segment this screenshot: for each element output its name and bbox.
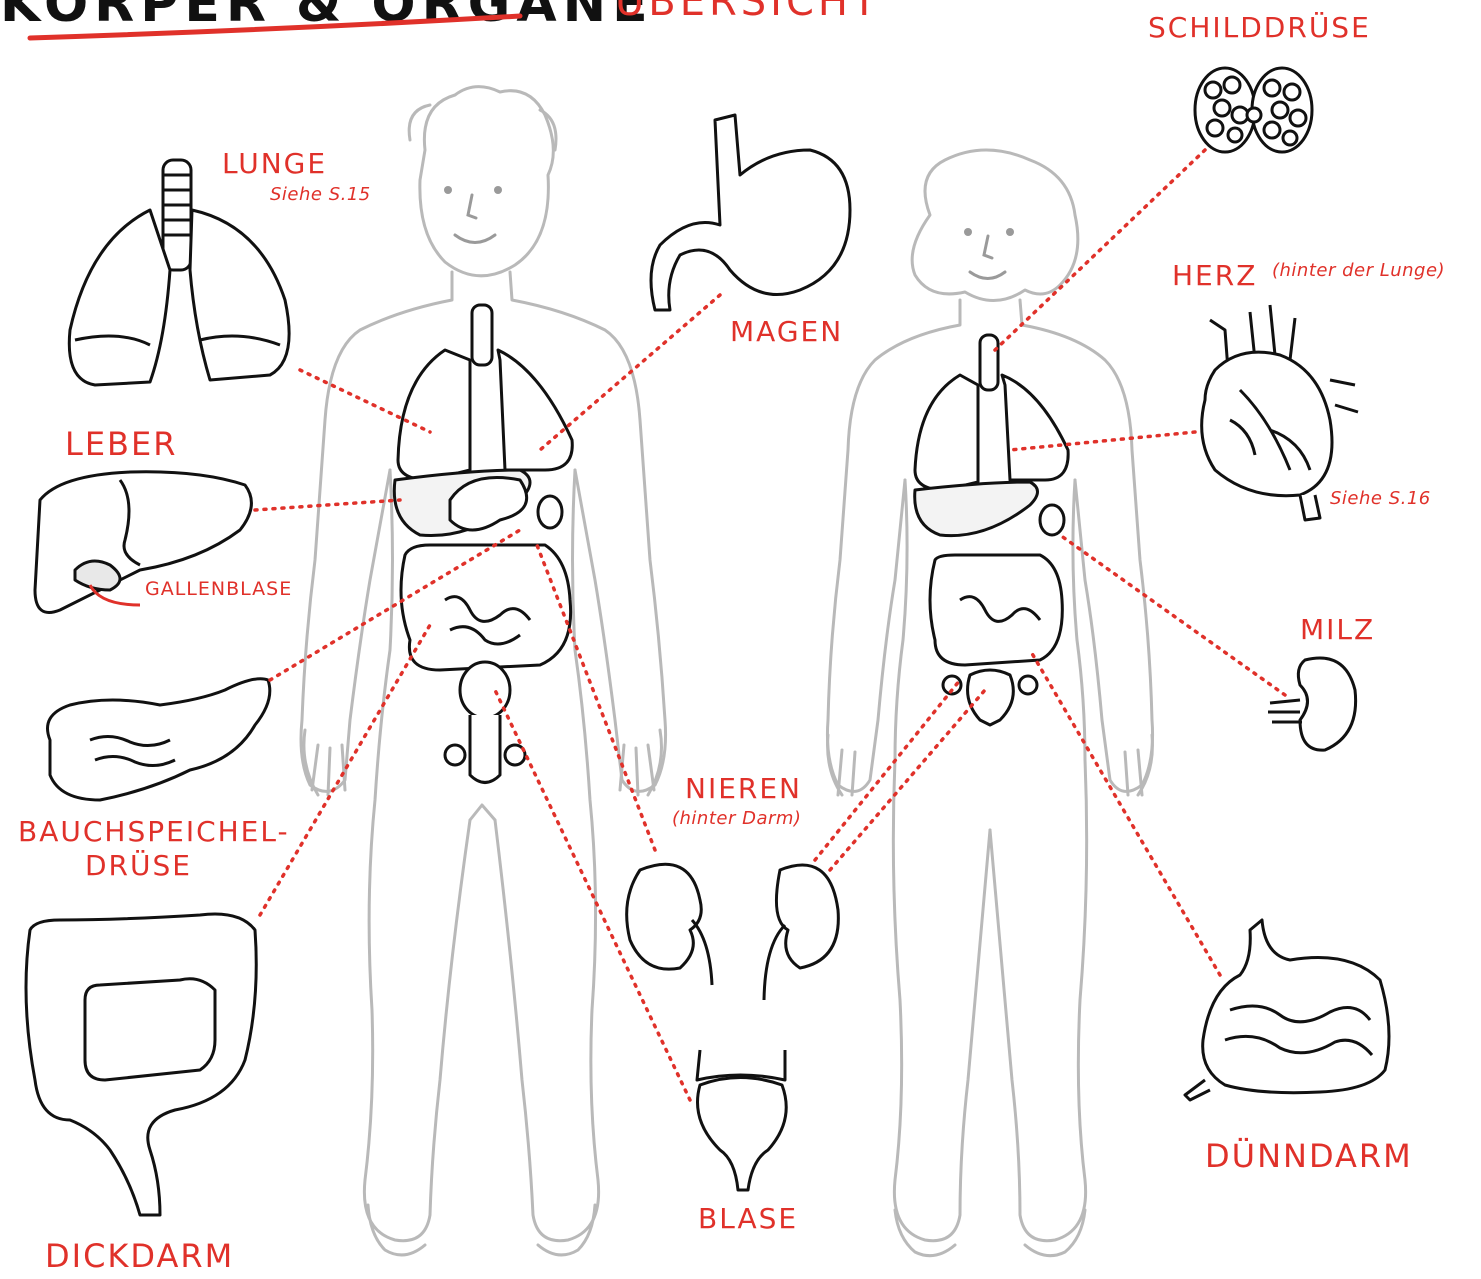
label-herz: HERZ bbox=[1172, 262, 1257, 290]
label-dickdarm: DICKDARM bbox=[45, 1240, 234, 1272]
kidneys-icon bbox=[627, 864, 839, 1000]
thyroid-icon bbox=[1195, 68, 1312, 152]
label-duenndarm: DÜNNDARM bbox=[1205, 1140, 1413, 1172]
label-lunge-ref: Siehe S.15 bbox=[270, 186, 371, 204]
male-face bbox=[444, 186, 502, 243]
label-bauchspeicheldruese-2: DRÜSE bbox=[85, 852, 192, 880]
label-blase: BLASE bbox=[698, 1205, 798, 1233]
label-nieren: NIEREN bbox=[685, 775, 802, 803]
label-magen: MAGEN bbox=[730, 318, 843, 346]
leader-nieren-right bbox=[815, 680, 960, 860]
label-schilddruese: SCHILDDRÜSE bbox=[1148, 14, 1371, 42]
label-lunge: LUNGE bbox=[222, 150, 327, 178]
female-organs bbox=[915, 335, 1068, 725]
lung-icon bbox=[69, 160, 289, 385]
large-intestine-icon bbox=[26, 914, 256, 1215]
leader-schilddruese bbox=[995, 150, 1205, 350]
female-face bbox=[964, 228, 1014, 279]
stomach-icon bbox=[651, 115, 850, 310]
label-herz-note: (hinter der Lunge) bbox=[1272, 262, 1445, 280]
label-leber: LEBER bbox=[65, 428, 177, 460]
leader-milz bbox=[1060, 535, 1285, 695]
label-bauchspeicheldruese-1: BAUCHSPEICHEL- bbox=[18, 818, 290, 846]
spleen-icon bbox=[1268, 658, 1356, 750]
pancreas-icon bbox=[48, 679, 270, 800]
male-organs bbox=[394, 305, 572, 783]
small-intestine-icon bbox=[1185, 920, 1389, 1100]
label-nieren-note: (hinter Darm) bbox=[672, 810, 801, 828]
leader-duenndarm bbox=[1030, 650, 1220, 975]
bladder-icon bbox=[697, 1050, 786, 1190]
title-underline bbox=[30, 16, 520, 38]
label-gallenblase: GALLENBLASE bbox=[145, 580, 292, 599]
label-herz-ref: Siehe S.16 bbox=[1330, 490, 1431, 508]
label-milz: MILZ bbox=[1300, 616, 1375, 644]
leader-leber bbox=[255, 500, 400, 510]
